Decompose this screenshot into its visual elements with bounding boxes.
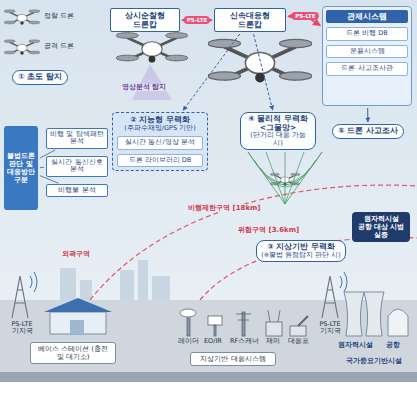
nuclear-plant: [344, 292, 408, 336]
node-text: (※불법 원점탐지 판단 시): [261, 252, 341, 259]
node-text: 지상기반 대응시스템: [194, 355, 272, 363]
node-text: (주파수재밍/GPS 기만): [117, 125, 203, 132]
step-region: ② 지능형 무력화(주파수재밍/GPS 기만) 실시간 통신/영상 분석드론 라이…: [112, 112, 208, 171]
node-text: 드론 라이브러리 DB: [121, 157, 199, 164]
node-text: 드론 사고조사관: [330, 65, 404, 72]
system-box: 드론 사고조사관: [326, 62, 408, 75]
sensor-label: 대응포: [288, 338, 309, 345]
drone-icons: [4, 10, 312, 186]
node-text: ⑤ 드론 사고조사: [337, 127, 399, 136]
node-text: 베이스 스테이션 (충전 및 대기소): [34, 345, 112, 361]
drone-label: 공격 드론: [44, 43, 74, 50]
node-text: 신속대응형 드론캅: [219, 11, 281, 29]
station-box: 베이스 스테이션 (충전 및 대기소): [30, 342, 116, 364]
node-text: 불법드론 판단 및 대응방안 구분: [6, 152, 36, 184]
connector: [40, 167, 44, 168]
node-text: 관제시스템: [326, 10, 408, 23]
node-text: (단거리 대응 가능 시): [245, 132, 311, 147]
node-text: ② 지능형 무력화: [117, 116, 203, 125]
ps-lte-tower: [12, 272, 347, 318]
sensor-label: 레이더: [178, 338, 199, 345]
analysis-box: 비행 및 탐색패턴 분석: [46, 128, 108, 149]
node-text: ④ 물리적 무력화 <그물망>: [245, 115, 311, 132]
step-box: ⑤ 드론 사고조사: [332, 124, 404, 139]
sensor-label: 재머: [266, 338, 280, 345]
node-text: 비행 및 탐색패턴 분석: [50, 131, 104, 146]
system-box: 운용시스템: [326, 45, 408, 58]
facility-label: 공항: [386, 342, 400, 349]
tower-label: PS-LTE 기지국: [2, 321, 42, 336]
drone-label: 정찰 드론: [44, 13, 74, 20]
ground-sensors: [180, 309, 308, 336]
pilot-site-box: 원자력시설 공항 대상 시범 실증: [352, 212, 410, 242]
node-text: 상시순찰형 드론캅: [115, 11, 175, 29]
detection-label: 영상분석 탐지: [120, 84, 168, 91]
node-text: 운용시스템: [330, 48, 404, 55]
base-station: [44, 298, 112, 334]
node-text: 원자력시설 공항 대상 시범 실증: [356, 215, 406, 239]
node-text: 실시간 통신/영상 분석: [121, 139, 199, 146]
ground-system-box: 지상기반 대응시스템: [190, 352, 276, 366]
edge-label: PS-LTE: [184, 16, 210, 24]
drone-unit-box: 신속대응형 드론캅: [214, 8, 286, 32]
capture-net: [248, 152, 322, 204]
connector: [183, 34, 240, 110]
judgement-box: 불법드론 판단 및 대응방안 구분: [4, 126, 38, 210]
city-silhouette: [60, 260, 170, 300]
control-panel: 관제시스템드론 비행 DB 운용시스템드론 사고조사관: [322, 6, 412, 106]
step-box: ③ 지상기반 무력화(※불법 원점탐지 판단 시): [256, 240, 346, 262]
node-text: 드론 비행 DB: [330, 30, 404, 37]
sensor-label: EO/IR: [204, 338, 222, 345]
node-text: ③ 지상기반 무력화: [261, 243, 341, 252]
tower-label: PS-LTE 기지국: [312, 321, 348, 336]
analysis-box: 비행물 분석: [46, 184, 108, 197]
system-box: 드론 비행 DB: [326, 27, 408, 40]
facility-label: 국가중요기반시설: [346, 358, 402, 365]
node-text: 비행물 분석: [50, 187, 104, 194]
system-box: 드론 라이브러리 DB: [117, 154, 203, 167]
system-box: 실시간 통신/영상 분석: [117, 136, 203, 149]
zone-label: 위험구역 [3.6km]: [236, 226, 301, 234]
facility-label: 원자력시설: [338, 342, 373, 349]
zone-label: 비행제한구역 [18km]: [186, 204, 263, 212]
connector: [254, 34, 273, 110]
node-text: ① 초도 탐지: [17, 73, 63, 82]
connector: [367, 108, 368, 122]
sensor-label: RF스캐너: [230, 338, 259, 345]
zone-label: 외곽구역: [60, 250, 92, 258]
step-box: ① 초도 탐지: [12, 70, 68, 85]
analysis-box: 실시간 통신신호 분석: [46, 156, 108, 177]
zone-boundary: [90, 185, 417, 300]
edge-label: PS-LTE: [292, 12, 318, 20]
step-box: ④ 물리적 무력화 <그물망>(단거리 대응 가능 시): [240, 112, 316, 150]
drone-unit-box: 상시순찰형 드론캅: [110, 8, 180, 32]
node-text: 실시간 통신신호 분석: [50, 159, 104, 174]
